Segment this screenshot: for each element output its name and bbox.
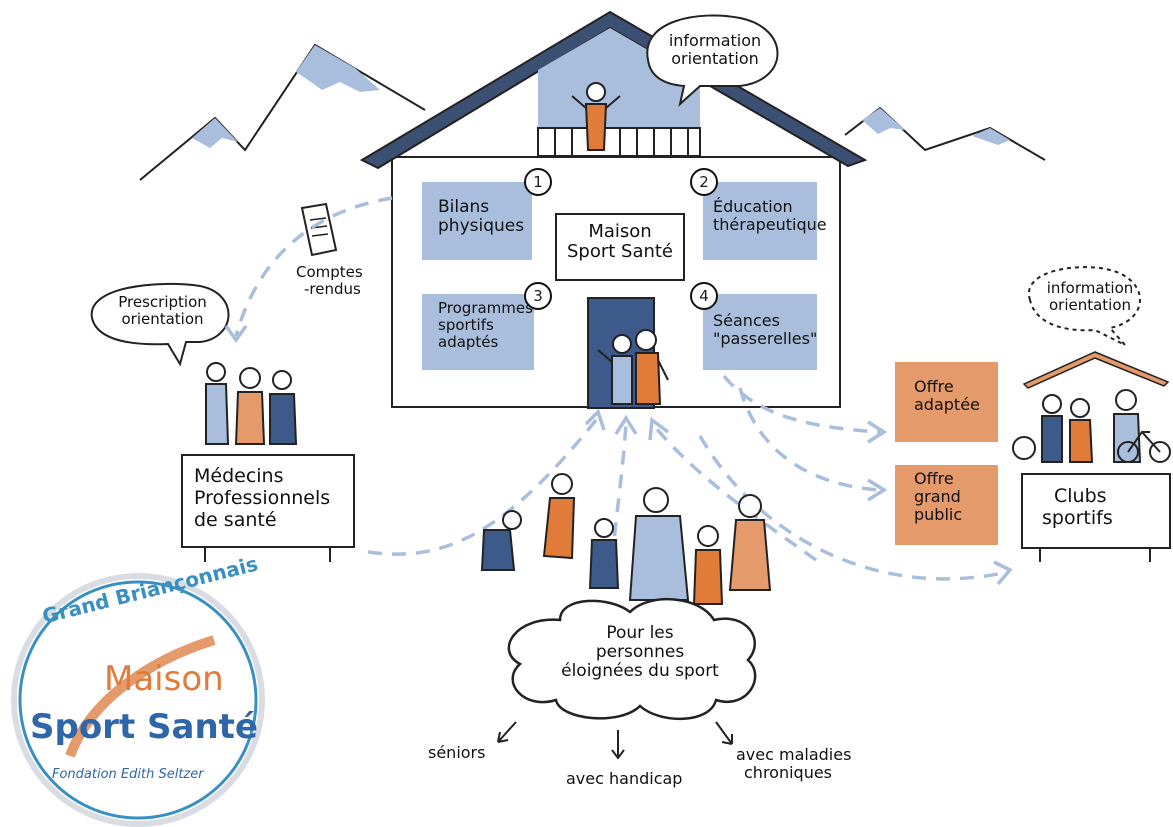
audience-maladies: avec maladies chroniques [736, 746, 851, 782]
medecins-line1: Médecins [194, 465, 284, 487]
service-4-line1: Séances [713, 311, 780, 330]
balcony-person-icon [571, 82, 621, 151]
medecins-sign-text: Médecins Professionnels de santé [194, 465, 331, 532]
comptes-rendus-line2: -rendus [304, 279, 361, 298]
center-label-box [555, 213, 685, 281]
service-education: Éducation thérapeutique [703, 182, 827, 260]
service-4-number: 4 [690, 282, 718, 310]
offre-2-line3: public [914, 504, 963, 524]
clubs-sign-text: Clubs sportifs [1042, 485, 1113, 530]
service-2-line2: thérapeutique [713, 214, 827, 234]
offre-adaptee-text: Offre adaptée [914, 378, 980, 414]
offre-1-line2: adaptée [914, 394, 980, 414]
club-members-icon [1041, 389, 1142, 463]
right-info-line2: orientation [1048, 295, 1132, 314]
service-3-number: 3 [524, 282, 552, 310]
cloud-text: Pour les personnes éloignées du sport [540, 623, 740, 682]
service-1-number: 1 [524, 168, 552, 196]
comptes-rendus-line1: Comptes [296, 263, 363, 281]
clubs-line2: sportifs [1042, 506, 1113, 529]
clubs-sign-legs [1039, 548, 1151, 562]
clubs-sign-board [1021, 473, 1171, 549]
offre-grand-public-text: Offre grand public [914, 470, 962, 524]
audience-handicap: avec handicap [566, 769, 683, 788]
prescription-bubble-text: Prescription orientation [100, 294, 225, 328]
audience-arrows [497, 721, 733, 760]
balcony-rails [554, 128, 689, 156]
logo-word-sport-sante: Sport Santé [30, 707, 258, 747]
right-info-bubble-text: information orientation [1040, 280, 1140, 314]
offre-2-line1: Offre [914, 469, 954, 488]
service-programmes: Programmes sportifs adaptés [422, 294, 534, 370]
service-1-line2: physiques [438, 216, 525, 237]
medecins-line3: de santé [194, 508, 277, 531]
door-people-icon [597, 329, 669, 405]
football-icon [1012, 436, 1036, 460]
service-4-line2: "passerelles" [713, 328, 818, 348]
clubs-line1: Clubs [1054, 485, 1107, 507]
service-3-line2: sportifs [438, 315, 494, 334]
medecins-sign-legs [204, 547, 331, 562]
service-bilans: Bilans physiques [422, 182, 532, 260]
target-cloud [507, 597, 757, 721]
top-info-line2: orientation [671, 48, 759, 68]
audience-maladies-line2: chroniques [744, 762, 833, 782]
mountain-snow [192, 45, 1010, 148]
document-icon [300, 202, 338, 257]
clubs-roof [1022, 351, 1170, 389]
medecins-sign-board [181, 454, 355, 548]
audience-seniors: séniors [428, 743, 486, 762]
right-info-bubble [1027, 266, 1141, 346]
logo-signature: Fondation Edith Seltzer [52, 767, 204, 782]
logo-word-maison: Maison [104, 659, 224, 699]
service-seances: Séances "passerelles" [703, 294, 817, 370]
center-label-line1: Maison [588, 221, 652, 242]
flow-arrowheads [224, 324, 1013, 586]
people-crowd-icon [480, 473, 772, 605]
offre-grand-public-box [895, 465, 998, 545]
bicycle-icon [1117, 430, 1171, 463]
service-3-line1: Programmes [438, 299, 533, 317]
top-info-bubble [646, 14, 779, 107]
offre-2-line2: grand [914, 486, 961, 506]
cloud-line2: personnes [595, 642, 685, 663]
cloud-line1: Pour les [606, 623, 674, 643]
center-label-line2: Sport Santé [566, 241, 674, 263]
medecins-line2: Professionnels [194, 486, 331, 509]
house-attic [538, 28, 700, 128]
logo-badge [11, 573, 265, 827]
prescription-bubble [90, 282, 230, 367]
service-1-line1: Bilans [438, 197, 490, 217]
comptes-rendus-label: Comptes -rendus [296, 264, 363, 298]
health-professionals-icon [205, 362, 298, 445]
prescription-line2: orientation [121, 309, 204, 328]
prescription-line1: Prescription [118, 293, 207, 311]
right-info-line1: information [1046, 279, 1134, 297]
service-2-number: 2 [690, 168, 718, 196]
center-label: Maison Sport Santé [556, 221, 684, 263]
cloud-line3: éloignées du sport [561, 661, 719, 682]
house-roof [359, 10, 868, 170]
offre-adaptee-box [895, 362, 998, 442]
offre-1-line1: Offre [914, 377, 954, 396]
service-3-line3: adaptés [438, 332, 499, 351]
audience-maladies-line1: avec maladies [736, 745, 852, 764]
service-2-line1: Éducation [713, 197, 793, 216]
top-info-line1: information [668, 31, 762, 50]
top-info-bubble-text: information orientation [665, 32, 765, 68]
flow-arrows [234, 196, 1009, 581]
